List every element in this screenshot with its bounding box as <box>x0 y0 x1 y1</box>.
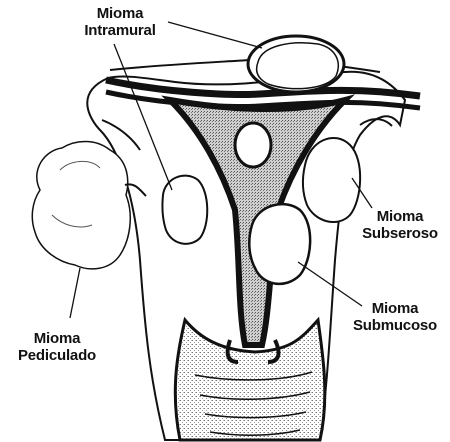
label-submucoso-line1: Mioma <box>342 300 448 317</box>
left-wall-fibroid <box>162 176 207 244</box>
label-submucoso-line2: Submucoso <box>342 317 448 334</box>
submucosal-fibroid <box>249 204 310 284</box>
label-intramural-line2: Intramural <box>70 22 170 39</box>
label-subseroso-line1: Mioma <box>352 208 448 225</box>
label-intramural: Mioma Intramural <box>70 5 170 39</box>
leader-intramural <box>168 22 262 48</box>
label-subseroso: Mioma Subseroso <box>352 208 448 242</box>
label-intramural-line1: Mioma <box>70 5 170 22</box>
label-pediculado: Mioma Pediculado <box>2 330 112 364</box>
cavity-fibroid-top <box>235 123 271 167</box>
label-pediculado-line2: Pediculado <box>2 347 112 364</box>
intramural-fibroid <box>248 36 344 92</box>
label-pediculado-line1: Mioma <box>2 330 112 347</box>
label-submucoso: Mioma Submucoso <box>342 300 448 334</box>
leader-pediculado <box>70 268 80 318</box>
label-subseroso-line2: Subseroso <box>352 225 448 242</box>
